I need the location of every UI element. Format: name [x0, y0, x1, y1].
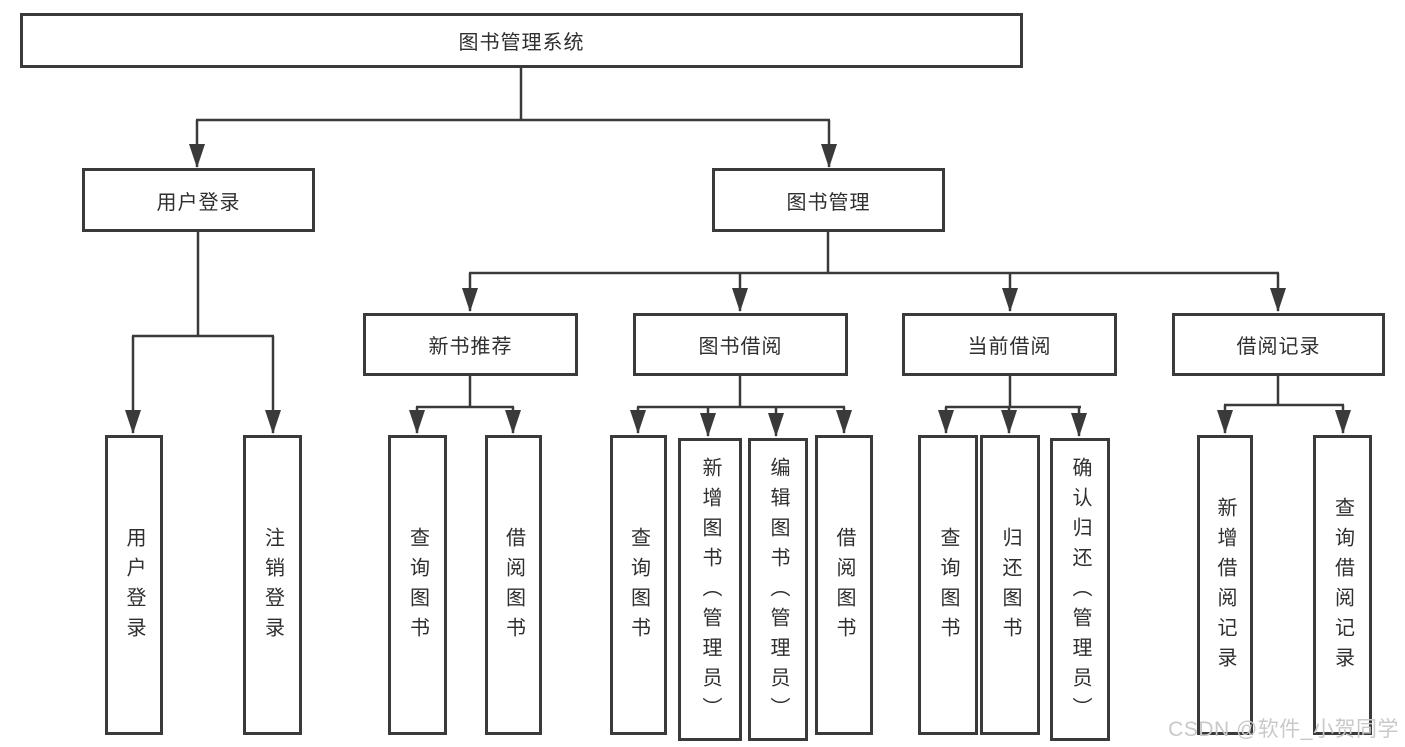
csdn-watermark: CSDN @软件_小贺同学	[1168, 718, 1399, 741]
leaf-confirm-return-admin: 确认归还（管理员）	[1050, 438, 1110, 741]
leaf-add-borrow-record: 新增借阅记录	[1197, 435, 1253, 735]
connector-group	[125, 66, 1351, 437]
leaf-edit-book-admin: 编辑图书（管理员）	[748, 438, 808, 741]
node-root: 图书管理系统	[20, 13, 1023, 68]
node-book-borrowing: 图书借阅	[633, 313, 848, 376]
node-borrow-records: 借阅记录	[1172, 313, 1385, 376]
leaf-borrow-book-recommendation: 借阅图书	[485, 435, 542, 735]
node-user-login: 用户登录	[82, 168, 315, 232]
leaf-query-book-borrowing: 查询图书	[610, 435, 667, 735]
node-book-management: 图书管理	[712, 168, 945, 232]
leaf-add-book-admin: 新增图书（管理员）	[678, 438, 742, 741]
leaf-borrow-book-borrowing: 借阅图书	[815, 435, 873, 735]
node-new-book-recommendation: 新书推荐	[363, 313, 578, 376]
leaf-query-book-current: 查询图书	[918, 435, 978, 735]
node-current-borrow: 当前借阅	[902, 313, 1117, 376]
leaf-query-book-recommendation: 查询图书	[388, 435, 447, 735]
leaf-return-book: 归还图书	[980, 435, 1040, 735]
leaf-logout: 注销登录	[243, 435, 302, 735]
leaf-user-login: 用户登录	[105, 435, 163, 735]
leaf-query-borrow-record: 查询借阅记录	[1313, 435, 1372, 735]
